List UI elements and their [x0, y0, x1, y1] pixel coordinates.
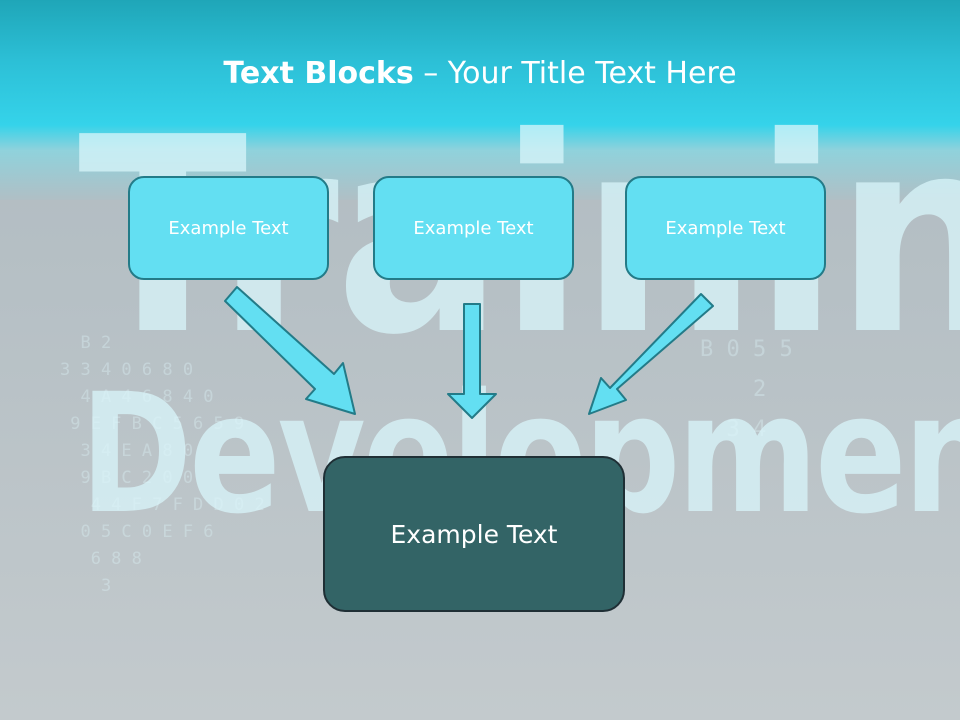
- title-bold: Text Blocks: [223, 56, 414, 91]
- text-block-2[interactable]: Example Text: [373, 176, 574, 280]
- arrow-right-icon: [588, 293, 714, 415]
- header-band: [0, 0, 960, 200]
- text-block-2-label: Example Text: [413, 217, 534, 239]
- arrow-left-icon: [224, 286, 356, 415]
- background-digits-right: B 0 5 5 2 3 4: [700, 337, 793, 442]
- title-rest: – Your Title Text Here: [413, 56, 737, 91]
- slide-title: Text Blocks – Your Title Text Here: [0, 52, 960, 96]
- text-block-1-label: Example Text: [168, 217, 289, 239]
- center-text-block-label: Example Text: [390, 519, 558, 549]
- arrow-down-icon: [447, 303, 497, 419]
- text-block-3[interactable]: Example Text: [625, 176, 826, 280]
- text-block-1[interactable]: Example Text: [128, 176, 329, 280]
- center-text-block[interactable]: Example Text: [323, 456, 625, 612]
- background-digits-left: B 2 3 3 4 0 6 8 0 4 A 4 6 8 4 0 9 E F B …: [60, 333, 265, 596]
- text-block-3-label: Example Text: [665, 217, 786, 239]
